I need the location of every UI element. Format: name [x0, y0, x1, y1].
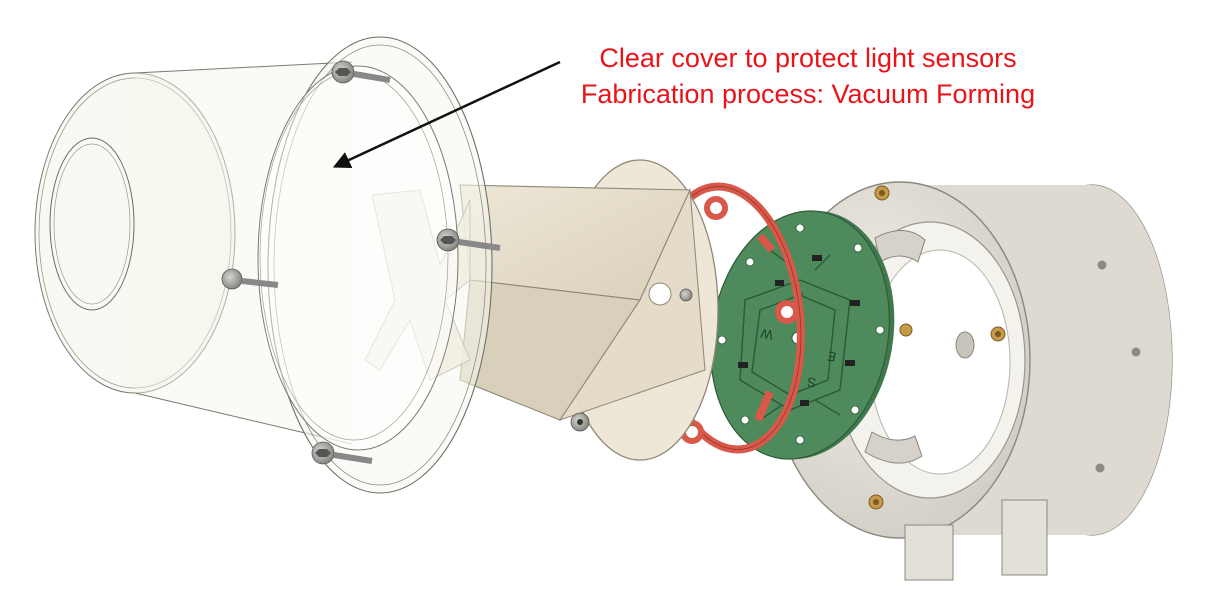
- annotation-callout: Clear cover to protect light sensors Fab…: [548, 40, 1068, 112]
- annotation-line-1: Clear cover to protect light sensors: [599, 43, 1017, 73]
- pcb-mark-w: W: [759, 326, 774, 343]
- hex-bolt: [311, 441, 373, 465]
- callout-arrow: [332, 60, 561, 169]
- pcb-mark-s: S: [806, 374, 817, 390]
- clear-cover: [34, 36, 501, 494]
- brass-insert: [874, 185, 890, 201]
- mounting-hole: [1131, 347, 1141, 357]
- hex-bolt: [679, 288, 693, 302]
- hex-bolt: [331, 60, 391, 84]
- pcb-mark-e: E: [826, 348, 837, 364]
- mounting-hole: [1095, 463, 1105, 473]
- brass-insert: [868, 494, 884, 510]
- hex-bolt: [221, 268, 279, 290]
- hex-bolt: [570, 412, 590, 432]
- mounting-hole: [1097, 260, 1107, 270]
- annotation-line-2: Fabrication process: Vacuum Forming: [580, 79, 1036, 109]
- cable-gland: [904, 524, 954, 581]
- brass-insert: [899, 323, 913, 337]
- hex-bolt: [436, 228, 501, 252]
- brass-insert: [990, 326, 1006, 342]
